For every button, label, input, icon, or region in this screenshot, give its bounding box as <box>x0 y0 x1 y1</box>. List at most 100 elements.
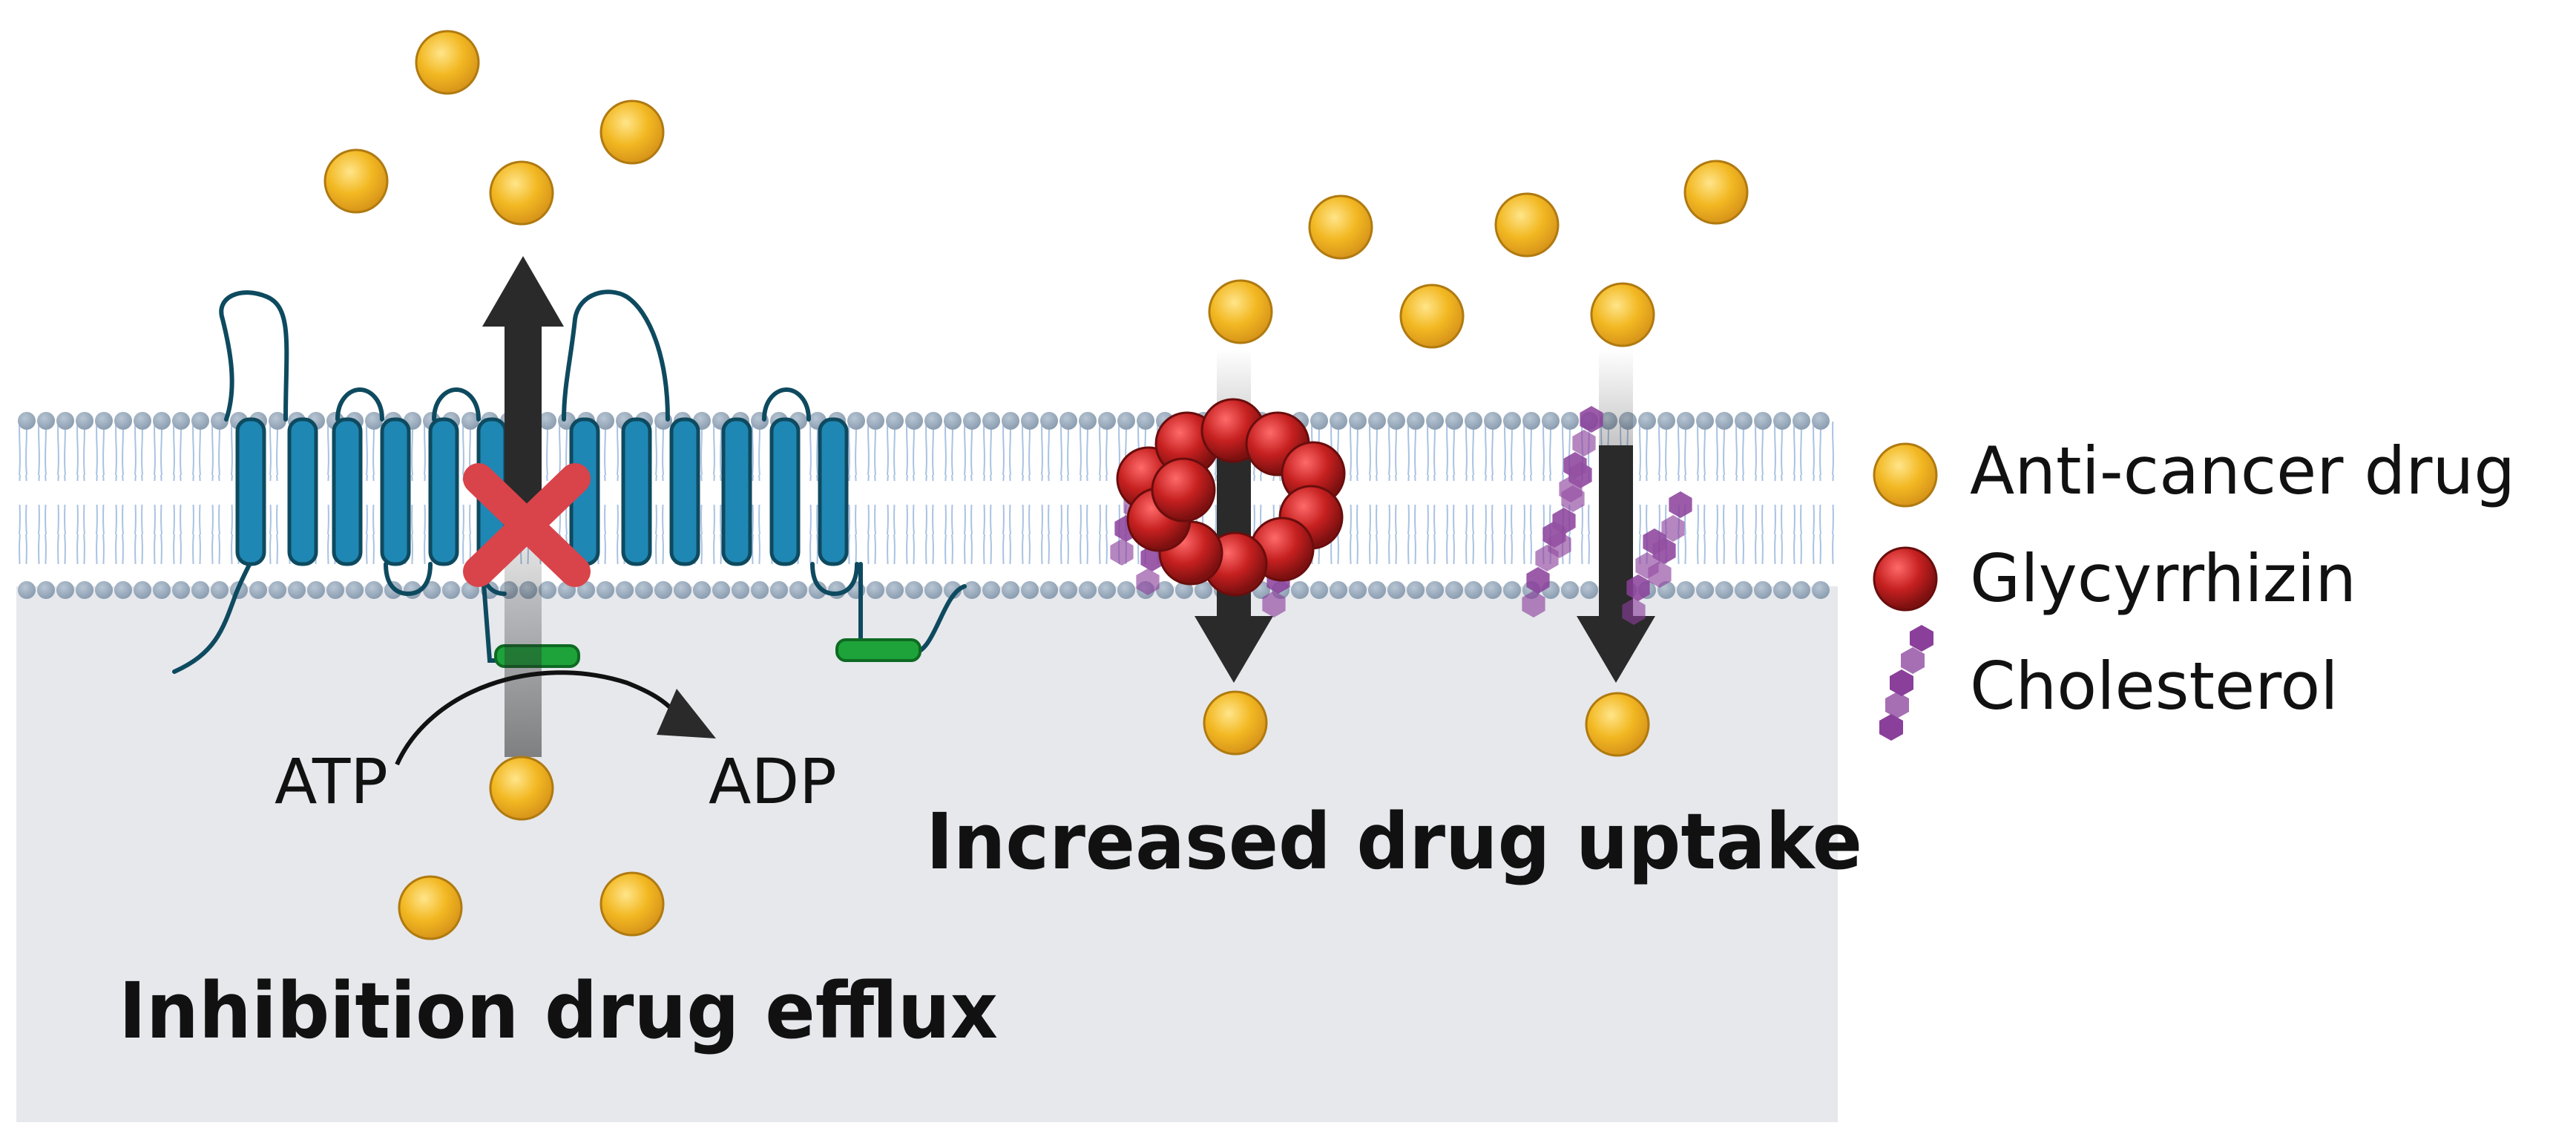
inhibition-caption: Inhibition drug efflux <box>119 966 998 1056</box>
lipid-head <box>1291 581 1309 599</box>
lipid-head <box>269 412 286 430</box>
lipid-head <box>76 581 93 599</box>
lipid-head <box>732 581 749 599</box>
inhibition-cross-icon <box>463 463 591 587</box>
lipid-head <box>1079 581 1097 599</box>
lipid-head <box>1156 581 1174 599</box>
drug-sphere <box>1208 279 1273 344</box>
lipid-head <box>1445 412 1463 430</box>
lipid-head <box>1002 412 1019 430</box>
lipid-head <box>1735 581 1752 599</box>
drug-sphere <box>1585 692 1650 757</box>
lipid-head <box>982 581 1000 599</box>
glycyrrhizin-sphere-icon <box>1873 546 1938 612</box>
lipid-head <box>1465 412 1482 430</box>
lipid-head <box>1175 581 1193 599</box>
lipid-head <box>1330 412 1347 430</box>
lipid-head <box>1522 412 1540 430</box>
lipid-head <box>346 581 364 599</box>
lipid-head <box>1793 412 1810 430</box>
lipid-head <box>1715 581 1733 599</box>
drug-sphere <box>1683 160 1749 225</box>
anti-cancer-drug-molecules <box>323 30 1749 940</box>
drug-sphere <box>489 160 554 226</box>
lipid-head <box>674 581 691 599</box>
lipid-head <box>134 412 151 430</box>
lipid-head <box>307 581 325 599</box>
lipid-head <box>1465 581 1482 599</box>
lipid-head <box>963 412 981 430</box>
lipid-head <box>982 412 1000 430</box>
lipid-head <box>1580 581 1598 599</box>
lipid-head <box>365 581 383 599</box>
lipid-head <box>1503 581 1521 599</box>
lipid-head <box>134 581 151 599</box>
lipid-head <box>1407 412 1425 430</box>
lipid-head <box>1754 581 1772 599</box>
cholesterol-molecule <box>1635 552 1659 579</box>
lipid-head <box>751 581 769 599</box>
lipid-head <box>1407 581 1425 599</box>
lipid-head <box>1561 412 1579 430</box>
lipid-head <box>1696 412 1714 430</box>
drug-sphere <box>323 148 389 214</box>
lipid-head <box>326 581 344 599</box>
lipid-head <box>963 581 981 599</box>
lipid-head <box>1812 581 1830 599</box>
cholesterol-molecule <box>1561 485 1585 512</box>
legend-label-glycyrrhizin: Glycyrrhizin <box>1970 540 2356 617</box>
atp-label: ATP <box>275 745 388 818</box>
lipid-head <box>1040 412 1058 430</box>
lipid-head <box>76 412 93 430</box>
lipid-head <box>1195 581 1212 599</box>
lipid-head <box>153 581 171 599</box>
lipid-head <box>1368 412 1386 430</box>
lipid-head <box>56 412 74 430</box>
lipid-head <box>1696 581 1714 599</box>
cholesterol-molecule <box>1535 545 1559 571</box>
drug-sphere <box>1399 284 1465 349</box>
lipid-head <box>693 581 711 599</box>
lipid-head <box>1137 412 1154 430</box>
lipid-head <box>770 581 788 599</box>
lipid-head <box>172 412 190 430</box>
lipid-head <box>1793 581 1810 599</box>
lipid-head <box>1445 581 1463 599</box>
lipid-head <box>1561 581 1579 599</box>
lipid-head <box>847 412 865 430</box>
adp-label: ADP <box>709 745 837 818</box>
lipid-head <box>1387 412 1405 430</box>
lipid-head <box>1117 581 1135 599</box>
lipid-head <box>944 412 962 430</box>
lipid-head <box>1098 412 1116 430</box>
lipid-head <box>114 581 132 599</box>
cholesterol-molecule <box>1542 521 1566 548</box>
legend: Anti-cancer drug Glycyrrhizin Cholestero… <box>1873 433 2515 741</box>
lipid-head <box>288 581 306 599</box>
lipid-head <box>1715 412 1733 430</box>
lipid-head <box>1040 581 1058 599</box>
lipid-head <box>539 412 556 430</box>
lipid-head <box>886 581 904 599</box>
lipid-head <box>1079 412 1097 430</box>
lipid-head <box>211 412 229 430</box>
drug-sphere <box>489 756 554 821</box>
lipid-head <box>1426 581 1444 599</box>
lipid-head <box>1542 412 1560 430</box>
lipid-head <box>1503 412 1521 430</box>
lipid-head <box>1387 581 1405 599</box>
cholesterol-molecule <box>1526 567 1550 594</box>
lipid-head <box>153 412 171 430</box>
lipid-head <box>172 581 190 599</box>
cholesterol-molecule <box>1262 591 1286 618</box>
drug-sphere-icon <box>1873 442 1938 508</box>
lipid-head <box>18 581 36 599</box>
lipid-head <box>1657 412 1675 430</box>
cholesterol-molecule <box>1522 591 1545 618</box>
cholesterol-molecule <box>1110 539 1134 566</box>
lipid-head <box>95 581 113 599</box>
lipid-head <box>1484 412 1502 430</box>
lipid-head <box>1426 412 1444 430</box>
